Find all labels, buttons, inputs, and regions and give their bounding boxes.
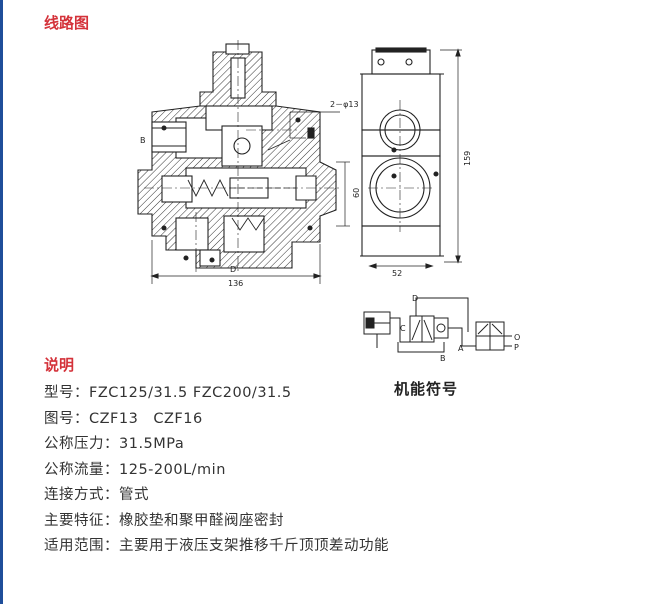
spec-value: FZC125/31.5 FZC200/31.5 xyxy=(89,385,292,401)
left-accent-rule xyxy=(0,0,3,604)
spec-value: 31.5MPa xyxy=(119,436,185,452)
spec-label: 连接方式： xyxy=(44,487,119,503)
spec-label: 型号： xyxy=(44,385,89,401)
spec-row-drawing-no: 图号：CZF13 CZF16 xyxy=(44,407,464,433)
spec-label: 公称流量： xyxy=(44,461,119,478)
side-view xyxy=(360,47,462,269)
symbol-port-b: B xyxy=(440,354,446,363)
label-hole-dim: 2－φ13 xyxy=(330,100,359,109)
spec-row-connection: 连接方式：管式 xyxy=(44,483,464,509)
spec-label: 主要特征： xyxy=(44,512,119,529)
label-port-d: D' xyxy=(230,265,238,274)
spec-value: 主要用于液压支架推移千斤顶顶差动功能 xyxy=(119,538,389,554)
symbol-port-o: O xyxy=(514,333,520,342)
function-symbol-caption: 机能符号 xyxy=(394,380,459,398)
spec-row-application: 适用范围：主要用于液压支架推移千斤顶顶差动功能 xyxy=(44,534,464,560)
dim-height-inner: 60 xyxy=(352,188,361,198)
symbol-port-d: D xyxy=(412,294,418,303)
symbol-port-p: P xyxy=(514,343,519,352)
dim-width-main: 136 xyxy=(228,279,243,288)
diagram-section-title: 线路图 xyxy=(44,14,90,32)
hydraulic-symbol xyxy=(363,297,512,353)
description-section-title: 说明 xyxy=(44,356,75,374)
spec-row-features: 主要特征：橡胶垫和聚甲醛阀座密封 xyxy=(44,509,464,535)
spec-row-flow: 公称流量：125-200L/min xyxy=(44,458,464,484)
section-view xyxy=(137,40,350,284)
spec-row-pressure: 公称压力：31.5MPa xyxy=(44,432,464,458)
dim-height-side: 159 xyxy=(463,151,472,166)
symbol-port-a: A xyxy=(458,344,464,353)
spec-value: CZF13 CZF16 xyxy=(89,410,203,427)
spec-value: 125-200L/min xyxy=(119,461,226,478)
spec-label: 公称压力： xyxy=(44,436,119,452)
spec-label: 适用范围： xyxy=(44,538,119,554)
symbol-port-c: C xyxy=(400,324,406,333)
spec-row-model: 型号：FZC125/31.5 FZC200/31.5 xyxy=(44,381,464,407)
spec-value: 橡胶垫和聚甲醛阀座密封 xyxy=(119,512,284,529)
spec-value: 管式 xyxy=(119,487,149,503)
dim-width-side: 52 xyxy=(392,269,402,278)
spec-list: 型号：FZC125/31.5 FZC200/31.5 图号：CZF13 CZF1… xyxy=(44,381,464,560)
label-port-b: B xyxy=(140,136,146,145)
spec-label: 图号： xyxy=(44,410,89,427)
